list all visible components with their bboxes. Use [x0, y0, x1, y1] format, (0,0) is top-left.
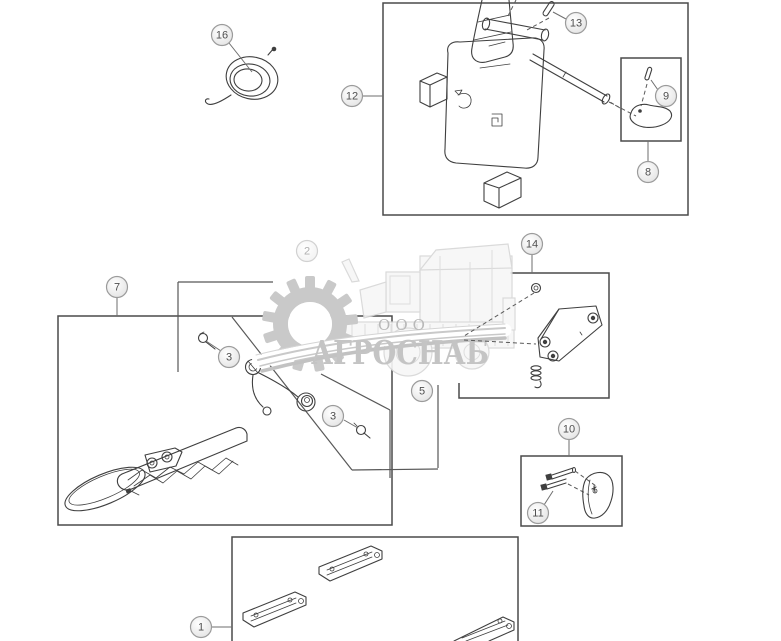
part-seat-panel-assembly-drawing — [419, 0, 637, 209]
part-e-clip-upper — [197, 331, 216, 350]
part-bumper-and-pin-drawing — [609, 66, 673, 128]
part-mounting-bracket-drawing — [530, 282, 603, 389]
callout-11[interactable]: 11 — [526, 501, 550, 525]
callout-16[interactable]: 16 — [210, 23, 234, 47]
svg-text:3: 3 — [226, 352, 232, 364]
svg-text:1: 1 — [198, 622, 204, 634]
svg-text:16: 16 — [216, 30, 228, 42]
kit-box-1 — [231, 536, 519, 641]
slanted-kit-box-harness — [177, 281, 439, 471]
part-wiring-harness-drawing — [197, 331, 371, 439]
callout-3-upper[interactable]: 3 — [217, 345, 241, 369]
leader-lines — [116, 11, 659, 628]
svg-text:11: 11 — [532, 508, 543, 520]
part-armrest-drawing — [64, 426, 248, 512]
svg-text:12: 12 — [346, 91, 358, 103]
callout-8[interactable]: 8 — [636, 160, 660, 184]
kit-box-14 — [458, 272, 610, 399]
svg-text:3: 3 — [330, 411, 336, 423]
part-spring — [530, 365, 542, 389]
kit-box-10 — [520, 455, 623, 527]
watermark-org-prefix: ООО — [378, 316, 430, 334]
fastener-hook-glyph — [454, 89, 472, 109]
watermark-logo: ООО АГРОСНАБ — [251, 243, 516, 377]
part-pin-13 — [542, 1, 555, 17]
part-nut — [530, 282, 542, 294]
callout-3-lower[interactable]: 3 — [321, 404, 345, 428]
part-coiled-cable-drawing — [204, 46, 279, 105]
part-pin-9 — [644, 66, 653, 81]
callout-5[interactable]: 5 — [410, 379, 434, 403]
watermark-org-name: АГРОСНАБ — [311, 333, 489, 372]
part-pad-block-left — [419, 72, 448, 108]
svg-text:14: 14 — [526, 239, 538, 251]
callout-14[interactable]: 14 — [520, 232, 544, 256]
fastener-clip-glyph — [491, 113, 503, 127]
callout-1[interactable]: 1 — [189, 615, 213, 639]
callout-2[interactable]: 2 — [295, 239, 319, 263]
kit-box-7 — [57, 315, 393, 526]
kit-box-8 — [620, 57, 682, 142]
part-rail-bars-drawing — [242, 545, 515, 641]
svg-text:5: 5 — [419, 386, 425, 398]
callout-13[interactable]: 13 — [564, 11, 588, 35]
slanted-kit-box-5 — [320, 373, 391, 478]
part-e-clip-lower — [353, 422, 371, 439]
part-pad-block-bottom — [483, 171, 522, 209]
svg-text:2: 2 — [304, 246, 310, 258]
callout-12[interactable]: 12 — [340, 84, 364, 108]
callout-9[interactable]: 9 — [654, 84, 678, 108]
callout-10[interactable]: 10 — [557, 417, 581, 441]
svg-text:9: 9 — [663, 91, 669, 103]
assembly-dashed-lines-14 — [463, 292, 537, 345]
svg-text:10: 10 — [563, 424, 575, 436]
svg-text:13: 13 — [570, 18, 582, 30]
part-cover-shield-drawing — [540, 466, 614, 519]
kit-box-12 — [382, 2, 689, 216]
callout-7[interactable]: 7 — [105, 275, 129, 299]
svg-text:8: 8 — [645, 167, 651, 179]
svg-text:7: 7 — [114, 282, 120, 294]
